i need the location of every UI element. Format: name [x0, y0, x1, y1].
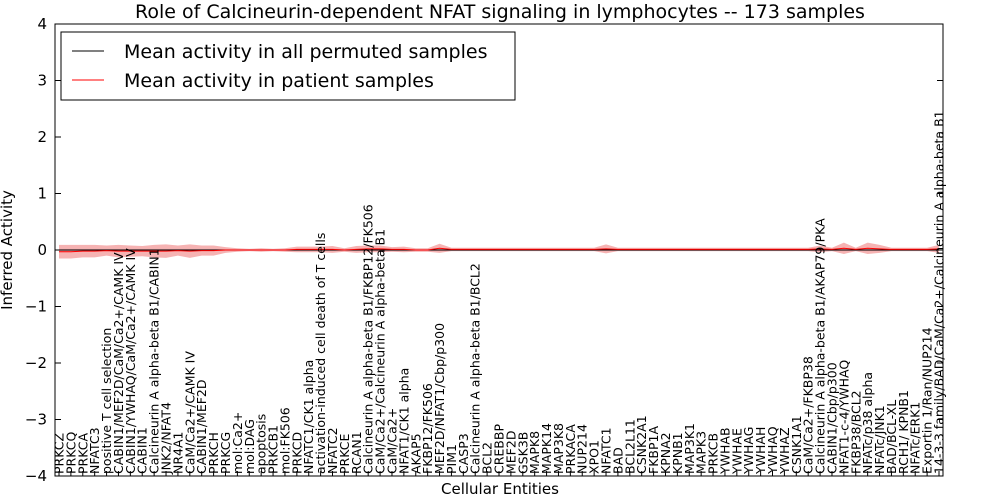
x-tick-label: XPO1: [587, 440, 602, 474]
x-tick-label: YWHAB: [717, 427, 732, 475]
x-tick-label: CABIN1/MEF2D/CaM/Ca2+/CAMK IV: [111, 252, 126, 474]
legend-label: Mean activity in all permuted samples: [124, 41, 487, 63]
x-tick-label: NR4A1: [170, 432, 185, 475]
x-tick-label: KPNA2: [658, 432, 673, 474]
x-tick-label: NFATC3: [87, 427, 102, 474]
x-tick-label: CREBBP: [492, 424, 507, 474]
confidence-bands: [59, 242, 939, 259]
x-tick-label: RCH1/ KPNB1: [896, 390, 911, 474]
x-tick-label: MEF2D/NFAT1/Cbp/p300: [432, 323, 447, 474]
x-tick-label: mol:Ca2+: [230, 412, 245, 474]
x-axis-label: Cellular Entities: [441, 480, 559, 498]
x-tick-label: NFATC1: [599, 427, 614, 474]
x-tick-label: YWHAH: [753, 427, 768, 475]
x-tick-label: NFATc/p38 alpha: [860, 372, 875, 474]
x-tick-label: CASP3: [456, 433, 471, 474]
legend-box: [60, 31, 516, 101]
x-tick-label: PIM1: [444, 444, 459, 474]
x-tick-label: NFATC2: [325, 427, 340, 474]
y-tick-label: −3: [25, 411, 47, 429]
x-tick-label: AKAP5: [408, 433, 423, 474]
x-tick-label: CaM/Ca2+/FKBP38: [801, 356, 816, 474]
y-tick-label: −4: [25, 467, 47, 485]
x-tick-label: RCAN1: [349, 431, 364, 474]
x-tick-label: KPNB1: [670, 432, 685, 474]
x-tick-label: PRKCA: [75, 433, 90, 474]
x-tick-label: Calcineurin A alpha-beta B1/CABIN1: [147, 248, 162, 474]
x-tick-label: Calcineurin A alpha-beta B1/AKAP79/PKA: [813, 218, 828, 474]
x-tick-label: NFAT1/CK1 alpha: [396, 368, 411, 474]
patient-activity-band: [59, 242, 939, 259]
x-tick-label: CSNK1A1: [789, 415, 804, 474]
x-tick-label: BAD: [610, 447, 625, 474]
x-tick-label: NFATc/ERK1: [908, 402, 923, 474]
x-tick-label: Calcineurin A alpha-beta B1/FKBP12/FK506: [361, 204, 376, 474]
legend: Mean activity in all permuted samplesMea…: [60, 31, 516, 101]
x-tick-label: YWHAE: [729, 428, 744, 475]
y-tick-label: −1: [25, 298, 47, 316]
x-tick-label: CaM/Ca2+/CAMK IV: [182, 351, 197, 474]
y-axis-ticks: 4 3 2 1 0 −1 −2 −3 −4: [25, 15, 943, 485]
y-tick-label: −2: [25, 354, 47, 372]
series-lines: [59, 247, 940, 253]
y-tick-label: 4: [37, 15, 47, 33]
x-tick-label: MAP3K8: [551, 423, 566, 474]
x-tick-label: FKBP12/FK506: [420, 383, 435, 474]
x-tick-label: GSK3B: [515, 432, 530, 474]
legend-label: Mean activity in patient samples: [124, 70, 434, 92]
y-tick-label: 0: [37, 241, 47, 259]
patient-activity-line: [59, 247, 940, 253]
y-tick-label: 1: [37, 185, 47, 203]
y-axis-label: Inferred Activity: [0, 190, 16, 310]
x-tick-label: 14-3-3 family/BAD/CaM/Ca2+/Calcineurin A…: [932, 110, 947, 474]
x-tick-label: CSNK2A1: [634, 415, 649, 474]
x-tick-label: JNK2/NFAT4: [159, 402, 174, 475]
plot-frame: [54, 23, 944, 477]
x-tick-label: CaM/Ca2+/Calcineurin A alpha-beta B1: [373, 229, 388, 474]
y-tick-label: 2: [37, 128, 47, 146]
x-tick-label: MAP3K1: [682, 423, 697, 474]
x-tick-label: BCL2: [480, 442, 495, 474]
x-tick-label: apoptosis: [254, 414, 269, 474]
chart-title: Role of Calcineurin-dependent NFAT signa…: [135, 1, 865, 23]
x-tick-label: MAPK3: [694, 431, 709, 474]
x-tick-label: MAPK8: [527, 431, 542, 474]
x-tick-label: PRKCQ: [63, 432, 78, 474]
x-tick-label: YWHAZ: [777, 427, 792, 475]
x-tick-label: PRKCE: [337, 434, 352, 474]
x-tick-label: PRKCG: [218, 432, 233, 474]
x-tick-label: CABIN1/YWHAQ/CaM/Ca2+/CAMK IV: [123, 248, 138, 474]
x-tick-label: mol:FK506: [277, 407, 292, 474]
x-tick-label: NFAT1-c-4/YWHAQ: [836, 360, 851, 474]
x-tick-label: NFATC1/CK1 alpha: [301, 360, 316, 474]
x-tick-label: NUP214: [575, 424, 590, 474]
x-tick-label: positive T cell selection: [99, 328, 114, 474]
x-tick-label: FKBP38/BCL2: [848, 390, 863, 474]
x-tick-label: MAPK14: [539, 423, 554, 474]
x-tick-label: CABIN1: [135, 427, 150, 474]
x-tick-label: MEF2D: [503, 431, 518, 474]
x-tick-label: PRKCB1: [266, 425, 281, 474]
x-tick-label: CABIN1/Cbp/p300: [824, 362, 839, 474]
x-tick-label: mol:DAG: [242, 419, 257, 474]
x-tick-label: NFATc/JNK1: [872, 405, 887, 474]
x-tick-label: PRKCD: [289, 432, 304, 474]
x-tick-label: Exportin 1/Ran/NUP214: [920, 327, 935, 474]
x-tick-label: PRKCH: [206, 432, 221, 474]
y-tick-label: 3: [37, 72, 47, 90]
x-tick-label: CABIN1/MEF2D: [194, 379, 209, 474]
x-tick-label: activation-induced cell death of T cells: [313, 233, 328, 474]
x-tick-label: BCL2L11: [622, 419, 637, 474]
x-tick-label: BAD/BCL-XL: [884, 400, 899, 474]
x-tick-label: FKBP1A: [646, 426, 661, 474]
x-tick-label: CaM/Ca2+: [384, 408, 399, 474]
x-tick-label: PRKCB: [706, 433, 721, 474]
x-tick-label: Calcineurin A alpha-beta B1/BCL2: [468, 263, 483, 474]
x-tick-label: PRKACA: [563, 424, 578, 474]
x-tick-label: YWHAG: [741, 427, 756, 475]
x-tick-label: YWHAQ: [765, 426, 780, 475]
